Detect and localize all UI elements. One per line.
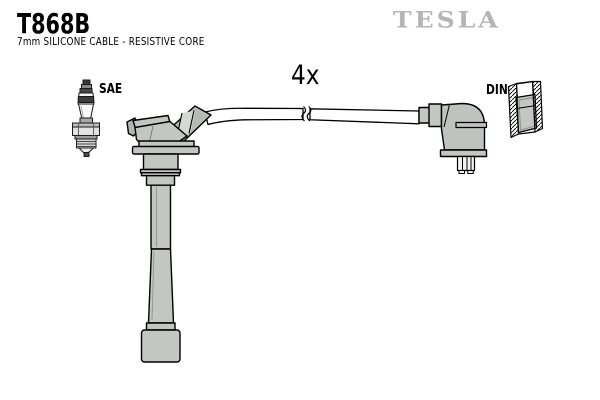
tesla-logo: TESLA: [393, 7, 501, 33]
quantity-label: 4x: [291, 60, 320, 91]
spark-plug-icon: [72, 79, 100, 157]
din-connector-label: DIN: [486, 83, 508, 98]
sae-connector-label: SAE: [99, 82, 123, 97]
cable-icon: [204, 106, 420, 126]
cable-spec-subtitle: 7mm SILICONE CABLE - RESISTIVE CORE: [17, 35, 205, 48]
din-terminal-cross-section-icon: [507, 80, 544, 139]
distributor-boot-icon: [418, 102, 488, 174]
coil-boot-icon: [126, 105, 212, 363]
part-number: T868B: [17, 7, 91, 40]
